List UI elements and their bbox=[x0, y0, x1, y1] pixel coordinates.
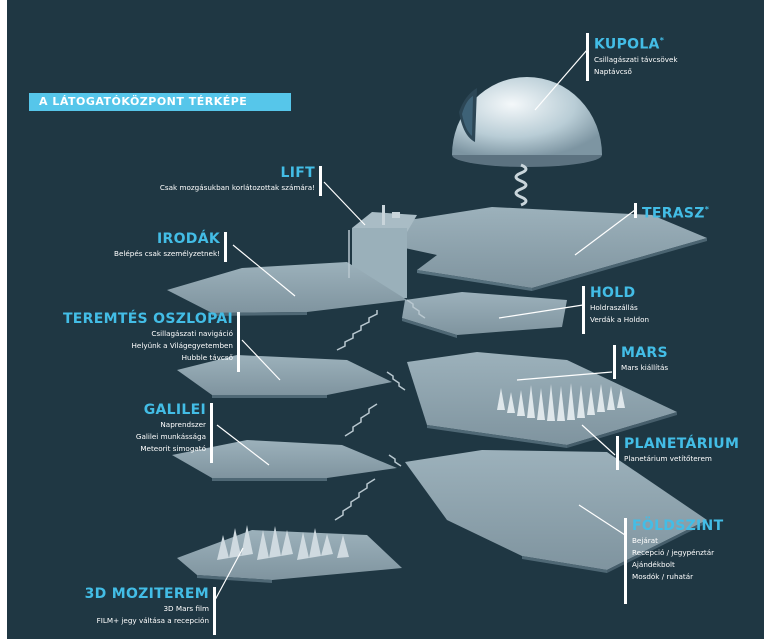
kupola-mark: * bbox=[660, 36, 664, 45]
teremtes-item: Hubble távcső bbox=[63, 352, 233, 364]
label-terasz: TERASZ* bbox=[642, 201, 709, 223]
label-bar-lift bbox=[319, 166, 322, 196]
label-foldszint: FÖLDSZINT Bejárat Recepció / jegypénztár… bbox=[632, 518, 723, 583]
moziterem-title: 3D MOZITEREM bbox=[85, 586, 209, 603]
label-galilei: GALILEI Naprendszer Galilei munkássága M… bbox=[136, 402, 206, 455]
foldszint-item: Bejárat bbox=[632, 535, 723, 547]
foldszint-item: Mosdók / ruhatár bbox=[632, 571, 723, 583]
terasz-title: TERASZ bbox=[642, 206, 705, 222]
foldszint-item: Ajándékbolt bbox=[632, 559, 723, 571]
hold-item: Holdraszállás bbox=[590, 302, 649, 314]
planetarium-item: Planetárium vetítőterem bbox=[624, 453, 739, 465]
label-bar-kupola bbox=[586, 33, 589, 81]
terasz-mark: * bbox=[705, 205, 709, 214]
label-bar-teremtes bbox=[237, 312, 240, 372]
label-teremtes: TEREMTÉS OSZLOPAI Csillagászati navigáci… bbox=[63, 311, 233, 364]
kupola-item: Naptávcső bbox=[594, 66, 678, 78]
label-bar-mars bbox=[613, 345, 616, 379]
planetarium-title: PLANETÁRIUM bbox=[624, 436, 739, 453]
hold-title: HOLD bbox=[590, 285, 649, 302]
floor-hold bbox=[402, 292, 567, 338]
label-moziterem: 3D MOZITEREM 3D Mars film FILM+ jegy vál… bbox=[85, 586, 209, 627]
moziterem-item: 3D Mars film bbox=[85, 603, 209, 615]
galilei-item: Naprendszer bbox=[136, 419, 206, 431]
floor-moziterem bbox=[177, 525, 402, 583]
dome-kupola bbox=[452, 77, 602, 205]
label-bar-moziterem bbox=[213, 587, 216, 635]
mars-title: MARS bbox=[621, 345, 668, 362]
galilei-item: Meteorit simogató bbox=[136, 443, 206, 455]
teremtes-item: Csillagászati navigáció bbox=[63, 328, 233, 340]
label-kupola: KUPOLA* Csillagászati távcsövek Naptávcs… bbox=[594, 32, 678, 78]
irodak-item: Belépés csak személyzetnek! bbox=[114, 248, 220, 260]
label-bar-foldszint bbox=[624, 518, 627, 604]
label-bar-hold bbox=[582, 286, 585, 334]
label-bar-planetarium bbox=[616, 436, 619, 470]
kupola-item: Csillagászati távcsövek bbox=[594, 54, 678, 66]
label-hold: HOLD Holdraszállás Verdák a Holdon bbox=[590, 285, 649, 326]
label-planetarium: PLANETÁRIUM Planetárium vetítőterem bbox=[624, 436, 739, 465]
moziterem-item: FILM+ jegy váltása a recepción bbox=[85, 615, 209, 627]
foldszint-item: Recepció / jegypénztár bbox=[632, 547, 723, 559]
label-bar-irodak bbox=[224, 232, 227, 262]
irodak-title: IRODÁK bbox=[114, 231, 220, 248]
label-lift: LIFT Csak mozgásukban korlátozottak szám… bbox=[160, 165, 315, 194]
teremtes-title: TEREMTÉS OSZLOPAI bbox=[63, 311, 233, 328]
lift-title: LIFT bbox=[160, 165, 315, 182]
label-irodak: IRODÁK Belépés csak személyzetnek! bbox=[114, 231, 220, 260]
map-frame: A LÁTOGATÓKÖZPONT TÉRKÉPE KUPOLA* Csilla… bbox=[7, 0, 764, 639]
mars-item: Mars kiállítás bbox=[621, 362, 668, 374]
map-title-badge: A LÁTOGATÓKÖZPONT TÉRKÉPE bbox=[29, 93, 291, 111]
galilei-title: GALILEI bbox=[136, 402, 206, 419]
label-mars: MARS Mars kiállítás bbox=[621, 345, 668, 374]
label-bar-terasz bbox=[634, 203, 637, 218]
label-bar-galilei bbox=[210, 403, 213, 463]
hold-item: Verdák a Holdon bbox=[590, 314, 649, 326]
teremtes-item: Helyünk a Világegyetemben bbox=[63, 340, 233, 352]
foldszint-title: FÖLDSZINT bbox=[632, 518, 723, 535]
lift-item: Csak mozgásukban korlátozottak számára! bbox=[160, 182, 315, 194]
galilei-item: Galilei munkássága bbox=[136, 431, 206, 443]
kupola-title: KUPOLA bbox=[594, 37, 660, 53]
